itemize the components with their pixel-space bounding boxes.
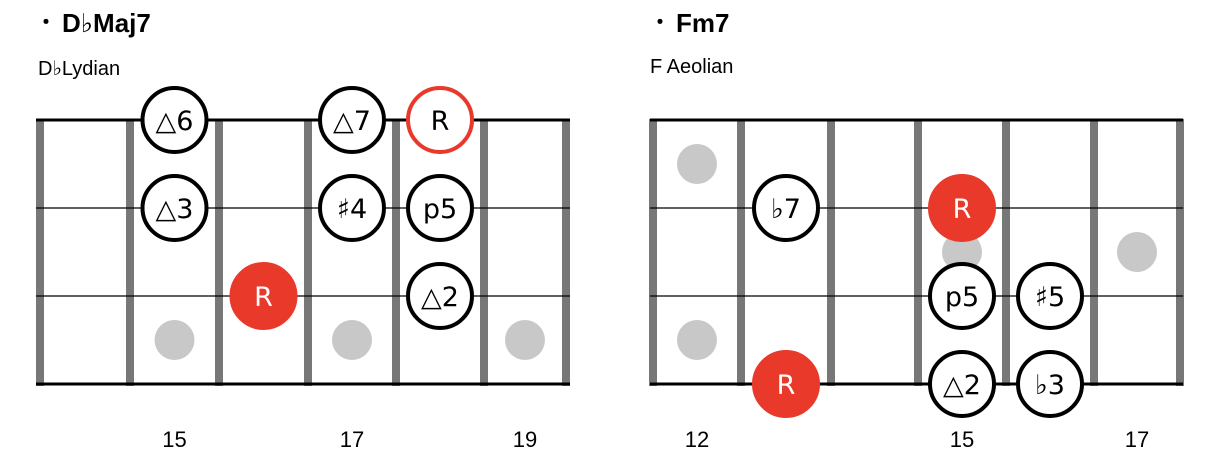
fret-bar xyxy=(392,119,400,386)
note-marker: △3 xyxy=(140,174,209,242)
fret-bar xyxy=(562,119,570,386)
note-marker: ♭3 xyxy=(1016,350,1084,418)
fret-bar xyxy=(1002,119,1010,386)
note-circle xyxy=(1016,350,1084,418)
note-marker: △7 xyxy=(318,86,386,154)
diagram-2-scale-name: F Aeolian xyxy=(650,56,734,78)
note-circle xyxy=(928,174,996,242)
inlay-dot xyxy=(332,320,372,360)
note-marker: R xyxy=(229,262,298,330)
fret-bar xyxy=(36,119,44,386)
note-circle xyxy=(318,86,386,154)
fret-bar xyxy=(1176,119,1184,386)
inlay-dot xyxy=(677,320,717,360)
note-label: △3 xyxy=(156,194,194,225)
fret-number: 15 xyxy=(950,427,974,452)
diagram-1-scale-name: D♭Lydian xyxy=(38,58,121,80)
note-marker: △2 xyxy=(928,350,996,418)
note-circle xyxy=(406,174,474,242)
note-marker: △2 xyxy=(406,262,474,330)
note-label: ♯4 xyxy=(337,194,367,225)
note-circle xyxy=(928,350,996,418)
note-label: ♭3 xyxy=(1035,370,1065,401)
note-label: R xyxy=(254,282,273,313)
note-marker: p5 xyxy=(928,262,996,330)
note-label: ♭7 xyxy=(771,194,801,225)
note-label: R xyxy=(953,194,972,225)
fret-bar xyxy=(215,119,223,386)
fret-bar xyxy=(1090,119,1098,386)
note-marker: p5 xyxy=(406,174,474,242)
fret-bar xyxy=(480,119,488,386)
note-marker: ♯4 xyxy=(318,174,386,242)
fret-bar xyxy=(827,119,835,386)
diagram-1-title: ・ D♭Maj7 xyxy=(36,8,151,39)
note-marker: △6 xyxy=(140,86,209,154)
note-label: △7 xyxy=(333,106,371,137)
inlay-dot xyxy=(942,232,982,272)
note-circle xyxy=(928,262,996,330)
title-bullet: ・ xyxy=(36,12,56,34)
chord-name: D♭Maj7 xyxy=(62,8,151,38)
note-circle xyxy=(140,86,209,154)
fret-bar xyxy=(914,119,922,386)
chord-name: Fm7 xyxy=(676,8,730,38)
fret-number: 15 xyxy=(162,427,186,452)
note-circle xyxy=(406,262,474,330)
inlay-dot xyxy=(677,144,717,184)
fret-bar xyxy=(649,119,657,386)
note-circle xyxy=(752,174,820,242)
note-circle xyxy=(140,174,209,242)
note-label: △2 xyxy=(421,282,459,313)
fret-number: 12 xyxy=(685,427,709,452)
note-circle xyxy=(1016,262,1084,330)
note-circle xyxy=(406,86,474,154)
note-label: △6 xyxy=(156,106,194,137)
fret-bar xyxy=(304,119,312,386)
note-marker: ♭7 xyxy=(752,174,820,242)
fret-number: 17 xyxy=(1125,427,1149,452)
fret-bar xyxy=(737,119,745,386)
note-label: p5 xyxy=(945,282,979,313)
note-circle xyxy=(318,174,386,242)
fret-number: 17 xyxy=(340,427,364,452)
inlay-dot xyxy=(1117,232,1157,272)
note-marker: ♯5 xyxy=(1016,262,1084,330)
note-circle xyxy=(229,262,298,330)
note-marker: R xyxy=(928,174,996,242)
note-label: p5 xyxy=(423,194,457,225)
fret-number: 19 xyxy=(513,427,537,452)
note-label: △2 xyxy=(943,370,981,401)
fret-bar xyxy=(126,119,134,386)
inlay-dot xyxy=(505,320,545,360)
note-label: R xyxy=(777,370,796,401)
note-marker: R xyxy=(406,86,474,154)
diagram-2-title: ・ Fm7 xyxy=(650,8,729,39)
note-label: R xyxy=(431,106,450,137)
note-marker: R xyxy=(752,350,820,418)
note-label: ♯5 xyxy=(1035,282,1065,313)
title-bullet: ・ xyxy=(650,12,670,34)
inlay-dot xyxy=(154,320,195,360)
note-circle xyxy=(752,350,820,418)
